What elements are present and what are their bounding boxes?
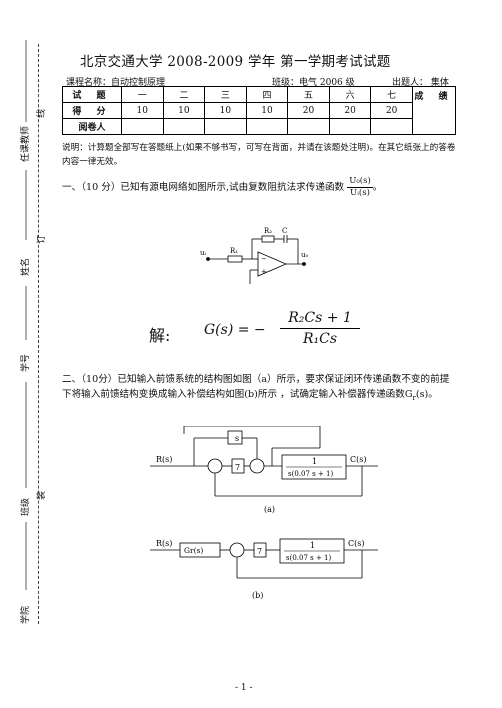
opamp-circuit: R₂ C R₁ uᵢ u₀ − + [200,227,309,284]
cell-points-label: 得 分 [62,102,122,119]
cell-q4: 四 [245,86,289,103]
transfer-fraction: U₀(s) Uᵢ(s) [347,176,373,199]
exam-title: 北京交通大学 2008-2009 学年 第一学期考试试题 [80,54,391,70]
cell-g1 [121,118,164,135]
side-zhuang-label: 装 [37,490,47,500]
diagram-a-plant-den: s(0.07 s + 1) [288,470,333,478]
question-2-sub: r [412,393,416,402]
score-table: 试 题 一 二 三 四 五 六 七 成 绩 得 分 10 10 10 10 20… [62,86,456,135]
question-1-end: 。 [372,182,383,193]
diagram-b-output: C(s) [348,539,364,548]
cell-q2: 二 [162,86,206,103]
cell-q3: 三 [204,86,247,103]
diagram-a-output: C(s) [350,455,366,464]
cell-grader-label: 阅卷人 [62,118,122,135]
score-row-questions: 试 题 一 二 三 四 五 六 七 成 绩 [62,86,456,135]
cell-g5 [287,118,330,135]
solution-label: 解: [149,326,171,345]
cell-question-label: 试 题 [62,86,122,103]
diagram-a-plant-num: 1 [312,457,317,466]
score-row-grader: 阅卷人 [62,118,456,135]
solution-lhs: G(s) = − [204,322,266,338]
label-c: C [282,227,287,235]
fraction-denominator: Uᵢ(s) [350,188,370,198]
diagram-b-gain: 7 [257,547,262,556]
course-name: 课程名称：自动控制原理 [66,78,166,88]
cell-g2 [162,118,206,135]
solution-denominator: R₁Cs [302,331,338,347]
cell-total-label: 成 绩 [412,86,456,135]
diagram-b-input: R(s) [156,539,172,548]
score-row-points: 得 分 10 10 10 10 20 20 20 [62,102,456,119]
block-diagram-b: R(s) Gr(s) 7 1 s(0.07 s + 1) C(s) (b) [150,538,378,600]
cell-p5: 20 [287,102,330,119]
question-2-end: (s)。 [415,389,438,400]
label-r2: R₂ [264,227,272,235]
cell-q1: 一 [121,86,164,103]
cell-g7 [370,118,413,135]
diagram-b-caption: (b) [252,591,263,600]
diagram-b-plant-den: s(0.07 s + 1) [286,554,331,562]
side-blank-lines [25,40,27,590]
cell-p7: 20 [370,102,413,119]
class-info: 班级：电气 2006 级 [272,78,355,88]
diagram-a-caption: (a) [264,505,275,514]
label-ui: uᵢ [200,249,207,257]
diagram-a-feed: s [235,434,239,443]
cell-g6 [328,118,372,135]
cell-q6: 六 [328,86,372,103]
binding-line [38,44,39,624]
setter-info: 出题人： 集体 [392,78,449,88]
question-1: 一、（10 分）已知有源电网络如图所示,试由复数阻抗法求传递函数 U₀(s) U… [62,176,456,199]
cell-g4 [245,118,289,135]
question-1-text: 一、（10 分）已知有源电网络如图所示,试由复数阻抗法求传递函数 [62,182,345,193]
label-plus: + [261,268,267,276]
cell-p4: 10 [245,102,289,119]
cell-p6: 20 [328,102,372,119]
diagram-a-gain: 7 [235,463,240,472]
diagram-b-plant-num: 1 [310,541,315,550]
question-2-text: 二、（10分）已知输入前馈系统的结构图如图（a）所示，要求保证闭环传递函数不变的… [62,374,450,400]
block-diagram-a: R(s) s 7 1 s(0.07 s + 1) C(s) (a) [150,426,378,514]
solution-numerator: R₂Cs + 1 [280,310,360,329]
cell-q7: 七 [370,86,413,103]
side-line-label: 线 [37,108,47,118]
side-ding-label: 订 [37,234,47,244]
cell-p3: 10 [204,102,247,119]
diagram-b-comp: Gr(s) [184,546,203,555]
instructions-note: 说明：计算题全部写在答题纸上(如果不够书写，可写在背面，并请在该题处注明)。在其… [62,143,456,167]
label-minus: − [261,255,267,263]
cell-g3 [204,118,247,135]
label-r1: R₁ [230,247,238,255]
fraction-numerator: U₀(s) [347,176,373,188]
cell-p2: 10 [162,102,206,119]
cell-p1: 10 [121,102,164,119]
label-uo: u₀ [301,251,309,259]
cell-q5: 五 [287,86,330,103]
page-number: - 1 - [235,683,253,693]
solution-fraction: R₂Cs + 1 R₁Cs [280,310,360,347]
question-2: 二、（10分）已知输入前馈系统的结构图如图（a）所示，要求保证闭环传递函数不变的… [62,372,456,406]
diagram-a-input: R(s) [156,455,172,464]
